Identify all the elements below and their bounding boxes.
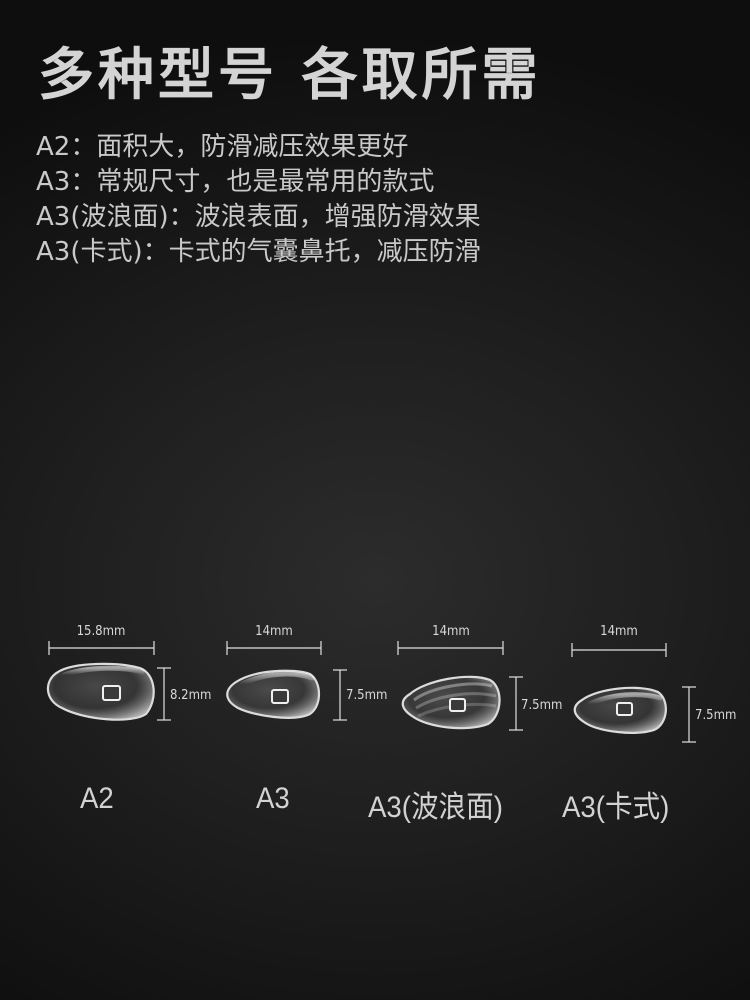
dim-width-text-a3-card: 14mm — [600, 624, 638, 639]
product-label-a3-wave: A3(波浪面) — [368, 791, 503, 824]
dim-height-text-a3-wave: 7.5mm — [521, 698, 562, 713]
headline: 多种型号 各取所需 — [38, 43, 542, 108]
product-label-a3: A3 — [256, 782, 290, 815]
description-a3: A3：常规尺寸，也是最常用的款式 — [36, 167, 435, 197]
product-label-a2: A2 — [80, 782, 114, 815]
description-a3-card: A3(卡式)：卡式的气囊鼻托，减压防滑 — [36, 237, 481, 267]
dim-height-text-a3-card: 7.5mm — [695, 708, 736, 723]
dim-height-a3-wave — [509, 676, 523, 731]
nose-pad-a3-card — [573, 686, 667, 734]
description-a3-wave: A3(波浪面)：波浪表面，增强防滑效果 — [36, 202, 481, 232]
dim-width-text-a3: 14mm — [255, 624, 293, 639]
dim-width-a3-wave — [397, 641, 504, 655]
description-list: A2：面积大，防滑减压效果更好 A3：常规尺寸，也是最常用的款式 A3(波浪面)… — [36, 130, 726, 270]
dim-height-a2 — [157, 667, 171, 721]
product-label-a3-card: A3(卡式) — [562, 791, 670, 824]
dim-width-a2 — [48, 641, 155, 655]
dim-width-text-a3-wave: 14mm — [432, 624, 470, 639]
dim-width-a3 — [226, 641, 322, 655]
dim-width-a3-card — [571, 643, 667, 657]
dim-height-text-a3: 7.5mm — [346, 688, 387, 703]
description-a2: A2：面积大，防滑减压效果更好 — [36, 132, 409, 162]
dim-width-text-a2: 15.8mm — [77, 624, 126, 639]
nose-pad-a2 — [46, 662, 155, 721]
nose-pad-a3 — [226, 669, 321, 719]
dim-height-a3-card — [682, 686, 696, 743]
dim-height-a3 — [333, 669, 347, 721]
dim-height-text-a2: 8.2mm — [170, 688, 211, 703]
nose-pad-a3-wave — [401, 675, 501, 730]
